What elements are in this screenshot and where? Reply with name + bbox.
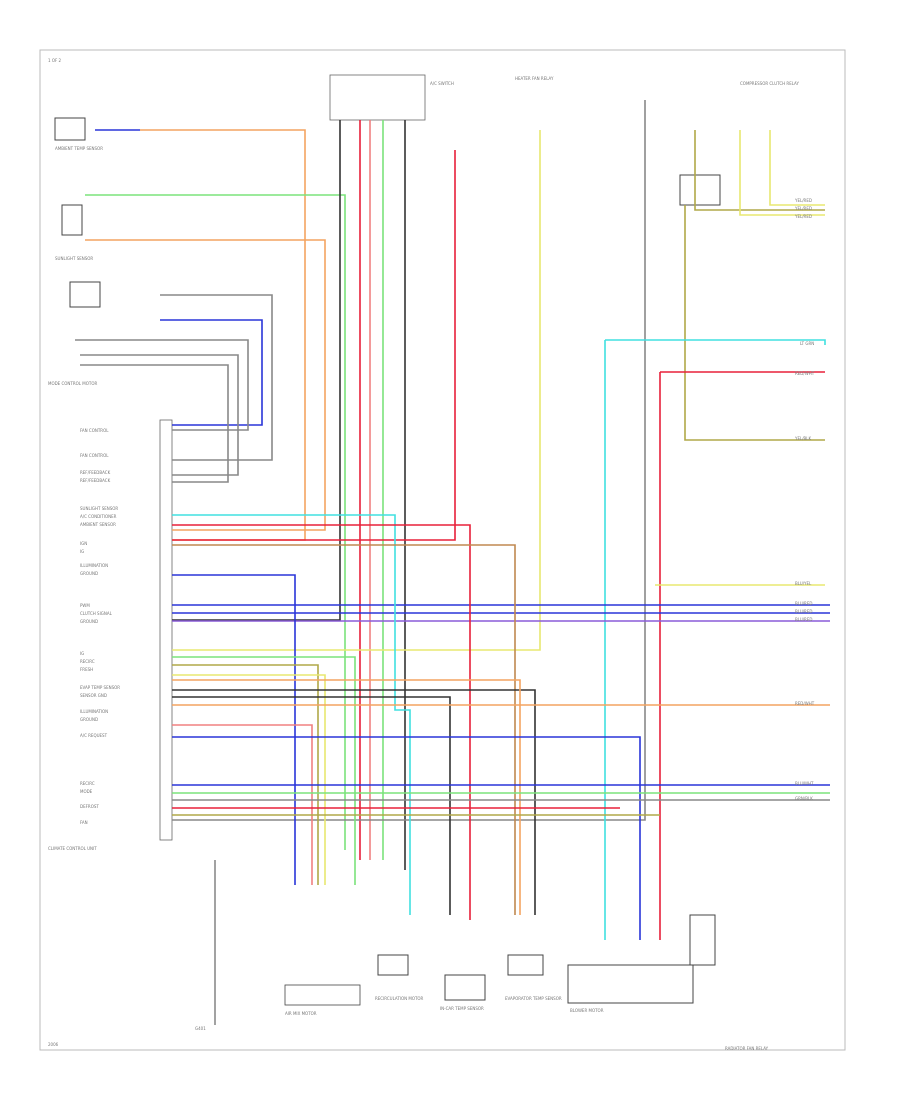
wire-olive xyxy=(694,130,825,211)
climate-control-unit-label: CLIMATE CONTROL UNIT xyxy=(48,846,97,851)
wire-label: BLU/WHT xyxy=(795,781,814,786)
pin-label: AMBIENT SENSOR xyxy=(80,522,116,527)
air-mix-motor xyxy=(284,984,361,1006)
top-center-switch-label: A/C SWITCH xyxy=(430,81,454,86)
pin-label: IG xyxy=(80,651,84,656)
pin-label: GROUND xyxy=(80,619,98,624)
compressor-clutch-relay xyxy=(679,174,721,206)
wire-blue xyxy=(172,736,641,940)
wire-blue xyxy=(172,574,296,885)
wire-label: YEL/RED xyxy=(794,214,812,219)
wire-label: BLU/RED xyxy=(795,617,812,622)
pin-label: DEFROST xyxy=(80,804,99,809)
control-unit-pin-labels: FAN CONTROL FAN CONTROL REF/FEEDBACK REF… xyxy=(80,428,120,825)
pin-label: GROUND xyxy=(80,571,98,576)
radiator-fan-relay-label: RADIATOR FAN RELAY xyxy=(725,1046,769,1051)
pin-label: IGN xyxy=(80,541,87,546)
in-car-temp-sensor xyxy=(444,974,486,1001)
pin-label: EVAP TEMP SENSOR xyxy=(80,685,120,690)
air-mix-motor-label: AIR MIX MOTOR xyxy=(285,1011,317,1016)
wire-label: YEL/RED xyxy=(794,206,812,211)
pin-label: IG xyxy=(80,549,84,554)
ground-label: G401 xyxy=(195,1026,206,1031)
wire-pink xyxy=(172,724,313,885)
wire-red xyxy=(172,150,456,541)
wire-cyan xyxy=(605,339,826,345)
pin-label: SUNLIGHT SENSOR xyxy=(80,506,118,511)
wire-dark xyxy=(172,696,451,915)
pin-label: REF/FEEDBACK xyxy=(80,478,111,483)
wire-grey xyxy=(160,294,273,461)
top-connector-block xyxy=(329,74,426,121)
pin-label: FAN CONTROL xyxy=(80,453,109,458)
pin-label: REF/FEEDBACK xyxy=(80,470,111,475)
pin-label: RECIRC xyxy=(80,659,95,664)
wire-blue xyxy=(160,319,263,426)
wire-brown xyxy=(172,544,516,915)
wire-label: BLU/RED xyxy=(795,609,812,614)
wire-olive xyxy=(684,205,825,441)
ambient-temp-sensor-label: AMBIENT TEMP SENSOR xyxy=(55,146,103,151)
sunlight-sensor-label: SUNLIGHT SENSOR xyxy=(55,256,93,261)
wire-label: RED/WHT xyxy=(795,701,815,706)
wire-grey xyxy=(80,354,239,476)
wire-green xyxy=(172,656,356,885)
sunlight-sensor xyxy=(61,204,83,236)
top-center-relay-label: HEATER FAN RELAY xyxy=(515,76,554,81)
pin-label: ILLUMINATION xyxy=(80,563,108,568)
right-wire-labels: YEL/RED YEL/RED YEL/RED LT GRN RED/WHT Y… xyxy=(794,198,815,801)
wire-cyan xyxy=(172,514,411,915)
wire-grey xyxy=(75,339,249,431)
mode-control-motor xyxy=(69,281,101,308)
corner-label: 1 OF 2 xyxy=(48,58,62,63)
wire-label: BLU/YEL xyxy=(795,581,812,586)
pin-label: A/C CONDITIONER xyxy=(80,514,117,519)
pin-label: FRESH xyxy=(80,667,93,672)
wire-label: YEL/BLK xyxy=(794,436,812,441)
recirculation-motor-label: RECIRCULATION MOTOR xyxy=(375,996,424,1001)
pin-label: MODE xyxy=(80,789,93,794)
pin-label: A/C REQUEST xyxy=(80,733,108,738)
corner-label-bottom: 2006 xyxy=(48,1042,59,1047)
wire-grey xyxy=(80,364,229,483)
wire-dark xyxy=(172,120,341,621)
pin-label: FAN xyxy=(80,820,88,825)
mode-control-motor-label: MODE CONTROL MOTOR xyxy=(48,381,97,386)
blower-motor-unit xyxy=(567,964,694,1004)
in-car-temp-sensor-label: IN-CAR TEMP SENSOR xyxy=(440,1006,484,1011)
wire-orange xyxy=(85,239,326,531)
wire-orange xyxy=(140,129,306,541)
pin-label: FAN CONTROL xyxy=(80,428,109,433)
wire-layer xyxy=(75,100,830,940)
wire-orange xyxy=(172,679,521,915)
recirculation-motor xyxy=(377,954,409,976)
wire-yellow xyxy=(739,130,825,216)
wire-olive xyxy=(172,664,319,885)
wire-label: RED/WHT xyxy=(795,371,815,376)
wire-label: GRN/BLK xyxy=(795,796,813,801)
top-right-relay-label: COMPRESSOR CLUTCH RELAY xyxy=(740,81,799,86)
wire-dark xyxy=(172,689,536,915)
radiator-fan-relay xyxy=(689,914,716,966)
wire-yellow xyxy=(172,674,326,885)
evaporator-temp-sensor-label: EVAPORATOR TEMP SENSOR xyxy=(505,996,562,1001)
pin-label: SENSOR GND xyxy=(80,693,107,698)
wire-label: LT GRN xyxy=(800,341,814,346)
wire-green xyxy=(85,194,346,850)
pin-label: GROUND xyxy=(80,717,98,722)
pin-label: PWM xyxy=(80,603,90,608)
blower-motor-label: BLOWER MOTOR xyxy=(570,1008,604,1013)
ambient-temp-sensor xyxy=(54,117,86,141)
pin-label: RECIRC xyxy=(80,781,95,786)
evaporator-temp-sensor xyxy=(507,954,544,976)
climate-control-unit-connector xyxy=(159,419,173,841)
wire-label: BLU/RED xyxy=(795,601,812,606)
wire-yellow xyxy=(769,130,825,206)
pin-label: ILLUMINATION xyxy=(80,709,108,714)
wire-label: YEL/RED xyxy=(794,198,812,203)
wire-red xyxy=(172,524,471,920)
pin-label: CLUTCH SIGNAL xyxy=(80,611,113,616)
diagram-frame xyxy=(39,49,846,1051)
